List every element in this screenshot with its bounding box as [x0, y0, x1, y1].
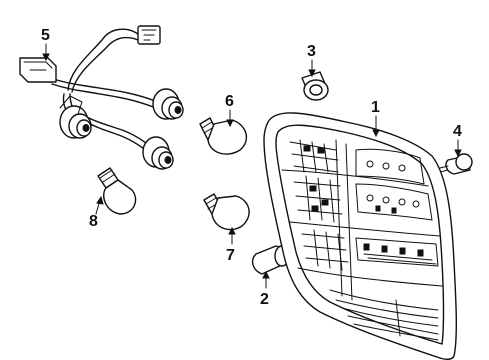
callout-5: 5 [41, 27, 50, 44]
fastener-4 [439, 153, 473, 175]
callout-2: 2 [260, 291, 269, 308]
leader-lines [42, 43, 462, 289]
callout-8: 8 [89, 213, 98, 230]
bulb-8 [97, 167, 137, 215]
wiring-harness [19, 25, 184, 170]
callout-1: 1 [371, 99, 380, 116]
callout-7: 7 [226, 247, 235, 264]
bulb-7 [203, 193, 250, 231]
tail-lamp-assembly [263, 112, 458, 360]
bulb-6 [199, 117, 248, 155]
callout-3: 3 [307, 43, 316, 60]
callout-4: 4 [453, 123, 462, 140]
grommet-3 [301, 71, 329, 101]
callout-6: 6 [225, 93, 234, 110]
